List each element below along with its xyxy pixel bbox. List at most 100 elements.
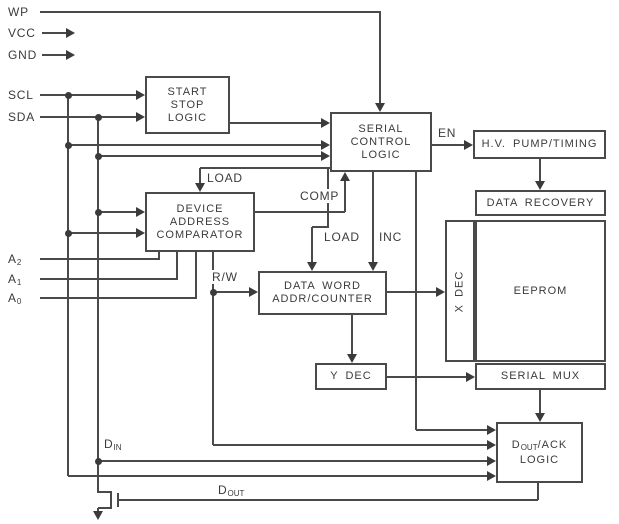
block-label: LOGIC (361, 148, 401, 161)
scl-doutack-arrowhead (487, 471, 496, 481)
data-word-addr-counter-block: DATA WORD ADDR/COUNTER (258, 271, 387, 315)
block-label: ADDRESS (169, 215, 231, 228)
startstop-out-wire (230, 122, 322, 124)
sda-to-comparator-wire (98, 211, 138, 213)
dout-wire-h (118, 499, 538, 501)
hvpump-datarecovery-arrowhead (535, 181, 545, 190)
comp-wire-v (344, 180, 346, 212)
block-label: X DEC (453, 270, 466, 312)
block-label: ADDR/COUNTER (272, 293, 373, 305)
pin-label-a1: A1 (8, 272, 22, 287)
scl-startstop-arrowhead (136, 90, 145, 100)
ydec-to-serialmux-wire (387, 376, 468, 378)
dout-ack-logic-block: DOUT/ACK LOGIC (496, 422, 583, 483)
sda-to-serial-control-wire (98, 155, 322, 157)
pin-label-sda: SDA (8, 110, 36, 124)
wp-wire-h (40, 11, 381, 13)
block-label: STOP (170, 98, 205, 111)
serialcontrol-doutack-arrowhead (487, 425, 496, 435)
counter-xdec-arrowhead (436, 287, 445, 297)
block-label: SERIAL (358, 122, 404, 135)
block-label: DEVICE (176, 202, 224, 215)
block-label: DOUT/ACK (511, 438, 568, 452)
pin-label-dout: DOUT (218, 483, 245, 498)
block-label: H.V. PUMP/TIMING (481, 138, 598, 150)
pin-label-a0: A0 (8, 291, 22, 306)
gnd-wire (42, 54, 66, 56)
eeprom-block: EEPROM (475, 220, 606, 362)
x-dec-block: X DEC (445, 220, 475, 362)
comp-arrowhead (340, 172, 350, 181)
pin-label-din: DIN (104, 437, 122, 452)
serialcontrol-to-doutack-wire-h (416, 429, 488, 431)
comp-wire-h (253, 211, 345, 213)
serialcontrol-to-doutack-wire-v (415, 172, 417, 430)
serialmux-doutack-arrowhead (535, 413, 545, 422)
block-label: EEPROM (513, 284, 568, 297)
device-address-comparator-block: DEVICE ADDRESS COMPARATOR (145, 192, 255, 252)
pin-label-wp: WP (8, 5, 29, 19)
inc-wire-v (372, 172, 374, 264)
din-junction (95, 458, 102, 465)
inc-arrowhead (368, 262, 378, 271)
hvpump-to-datarecovery-wire (539, 159, 541, 183)
sda-comparator-arrowhead (136, 207, 145, 217)
counter-to-ydec-wire (351, 315, 353, 356)
rw-to-doutack-wire-h (213, 444, 488, 446)
hv-pump-timing-block: H.V. PUMP/TIMING (473, 130, 606, 159)
load-device-arrowhead (195, 183, 205, 192)
block-label: SERIAL MUX (500, 370, 581, 382)
load-device-wire-h (200, 167, 330, 169)
serialmux-to-doutack-wire (539, 390, 541, 415)
scl-junction-1 (65, 92, 72, 99)
fet-gate-bar (117, 493, 119, 507)
scl-to-doutack-wire-h (68, 475, 488, 477)
block-label: DATA WORD (284, 280, 361, 292)
pin-label-scl: SCL (8, 88, 34, 102)
load-word-jog-h (312, 226, 329, 228)
rw-junction (210, 289, 217, 296)
block-label: LOGIC (167, 111, 208, 124)
dout-wire-v (537, 483, 539, 500)
load-word-signal-label: LOAD (323, 230, 361, 244)
scl-wire-v (67, 95, 69, 476)
fet-source-arrowhead (93, 511, 103, 520)
fet-channel-bar (110, 492, 112, 508)
counter-ydec-arrowhead (347, 354, 357, 363)
load-word-wire-v2 (311, 227, 313, 264)
fet-source-jog (98, 507, 112, 509)
block-label: LOGIC (519, 453, 560, 466)
sda-wire-h (40, 116, 137, 118)
load-word-arrowhead (307, 262, 317, 271)
en-wire-h (432, 144, 466, 146)
serial-control-logic-block: SERIAL CONTROL LOGIC (330, 112, 432, 172)
vcc-arrowhead (66, 28, 75, 38)
rw-counter-arrowhead (249, 287, 258, 297)
block-label: START (167, 85, 208, 98)
scl-junction-3 (65, 230, 72, 237)
scl-serialcontrol-arrowhead (321, 140, 330, 150)
sda-serialcontrol-arrowhead (321, 151, 330, 161)
scl-junction-2 (65, 142, 72, 149)
en-signal-label: EN (437, 126, 458, 140)
sda-startstop-arrowhead (136, 112, 145, 122)
a2-wire-h (40, 258, 160, 260)
sda-junction-1 (95, 114, 102, 121)
start-stop-logic-block: START STOP LOGIC (145, 76, 230, 134)
wp-arrowhead (375, 103, 385, 112)
load-device-signal-label: LOAD (206, 171, 244, 185)
block-label: DATA RECOVERY (486, 196, 595, 209)
a0-wire-h (40, 297, 197, 299)
a0-wire-v (195, 252, 197, 299)
pin-label-vcc: VCC (8, 26, 36, 40)
load-device-wire-v (199, 168, 201, 185)
rw-signal-label: R/W (211, 270, 239, 284)
data-recovery-block: DATA RECOVERY (475, 190, 606, 216)
vcc-wire (42, 32, 66, 34)
rw-wire-h (213, 291, 251, 293)
din-wire-h (98, 460, 488, 462)
inc-signal-label: INC (378, 230, 404, 244)
counter-to-xdec-wire (387, 291, 437, 293)
din-doutack-arrowhead (487, 456, 496, 466)
scl-wire-h (40, 94, 137, 96)
